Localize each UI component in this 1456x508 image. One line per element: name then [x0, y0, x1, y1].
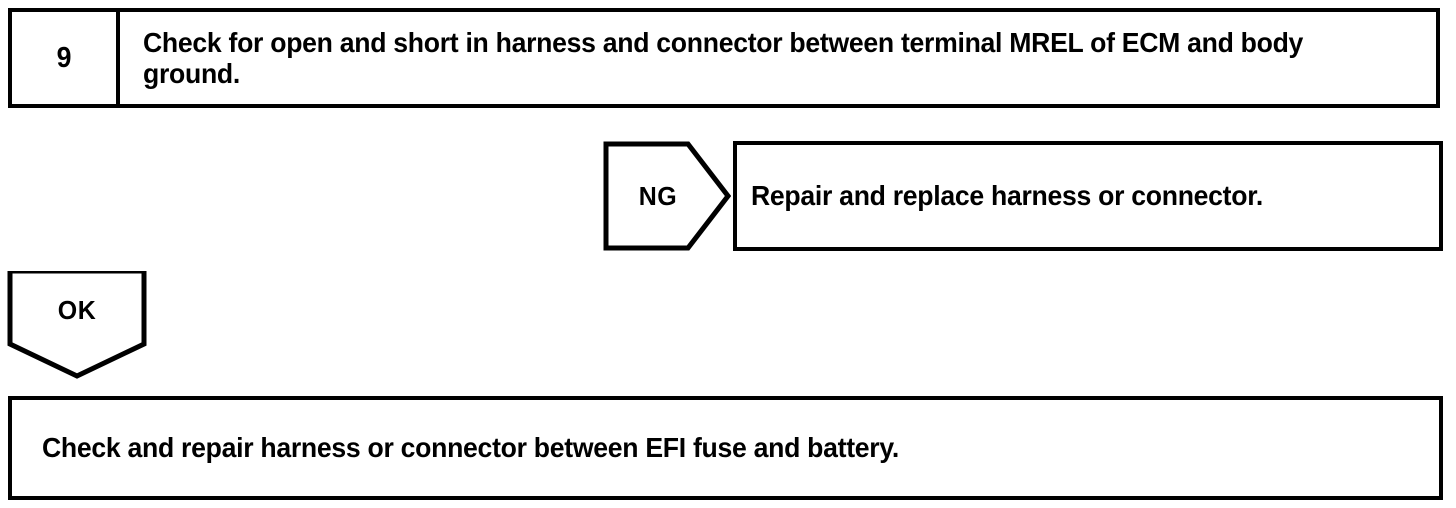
step-instruction-cell: Check for open and short in harness and …: [124, 12, 1436, 104]
ng-pentagon-shape: [603, 141, 731, 251]
ok-result-text: Check and repair harness or connector be…: [42, 432, 899, 463]
step-box: 9 Check for open and short in harness an…: [8, 8, 1440, 108]
step-instruction-text: Check for open and short in harness and …: [143, 26, 1304, 89]
ng-result-text: Repair and replace harness or connector.: [751, 180, 1263, 211]
ok-pentagon-shape: [7, 271, 147, 379]
ok-result-box: Check and repair harness or connector be…: [8, 396, 1443, 500]
ok-branch-label: OK: [57, 294, 97, 325]
ng-branch-label: NG: [638, 180, 678, 211]
ng-result-box: Repair and replace harness or connector.: [733, 141, 1443, 251]
step-number-cell: 9: [12, 12, 120, 104]
step-number: 9: [56, 41, 72, 74]
